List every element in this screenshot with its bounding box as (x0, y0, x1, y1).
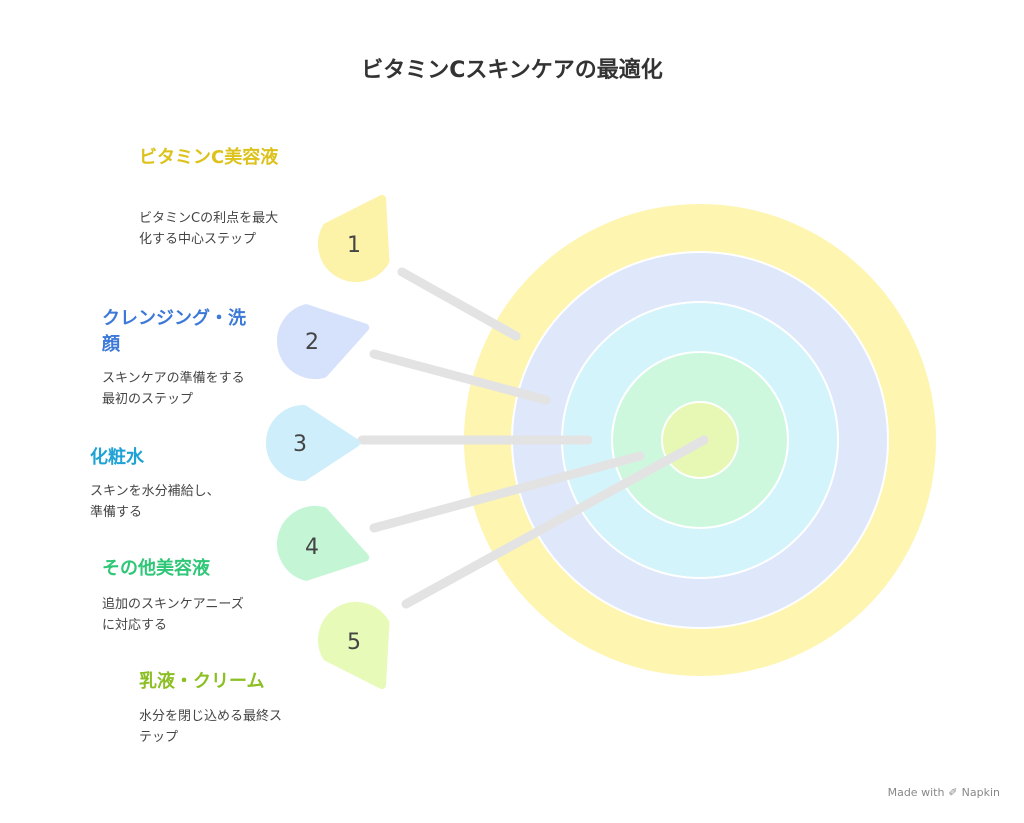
napkin-watermark: Made with ✐ Napkin (888, 786, 1000, 799)
pointer-line-2 (369, 349, 551, 405)
step-number-3: 3 (293, 432, 307, 457)
step-title-4: その他美容液 (102, 558, 210, 579)
step-desc-3: スキンを水分補給し、準備する (90, 484, 220, 520)
step-marker-4 (277, 506, 370, 581)
step-number-2: 2 (305, 330, 319, 355)
step-desc-5: 水分を閉じ込める最終ステップ (139, 709, 283, 745)
made-with-label: Made with (887, 786, 945, 799)
target-rings (464, 204, 936, 676)
step-marker-5 (318, 602, 390, 690)
step-title-3: 化粧水 (90, 447, 144, 468)
step-desc-1: ビタミンCの利点を最大化する中心ステップ (139, 211, 279, 247)
step-marker-2 (277, 304, 370, 379)
step-marker-1 (318, 194, 390, 282)
step-desc-4: 追加のスキンケアニーズに対応する (102, 597, 244, 633)
pointer-line-1 (397, 267, 521, 341)
step-title-1: ビタミンC美容液 (139, 147, 279, 168)
pointer-line-5 (401, 435, 709, 609)
pointer-line-4 (369, 451, 645, 533)
step-number-4: 4 (305, 535, 319, 560)
step-desc-2: スキンケアの準備をする最初のステップ (102, 371, 245, 407)
brand-label: Napkin (961, 786, 1000, 799)
step-title-2: クレンジング・洗顔 (102, 308, 246, 355)
step-number-5: 5 (347, 630, 361, 655)
step-number-1: 1 (347, 233, 361, 258)
pointer-lines (357, 267, 709, 609)
page-title: ビタミンCスキンケアの最適化 (361, 58, 663, 83)
step-marker-3 (266, 405, 360, 481)
step-title-5: 乳液・クリーム (139, 671, 265, 692)
napkin-logo-icon: ✐ (948, 786, 958, 799)
